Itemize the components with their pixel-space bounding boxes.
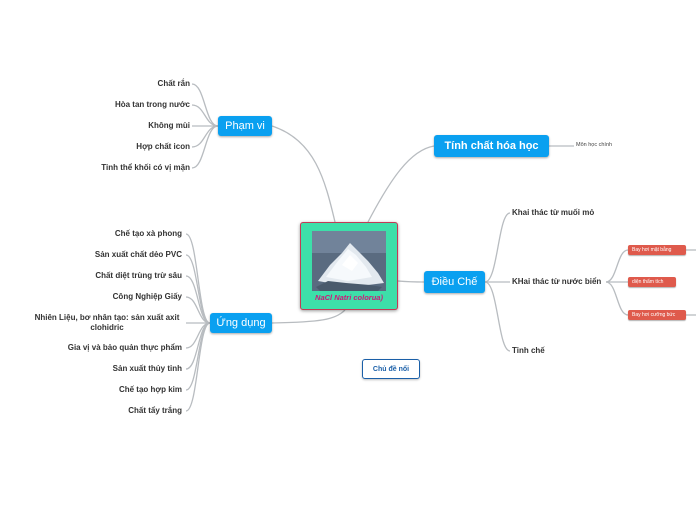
leaf-hop-chat-icon[interactable]: Hợp chất icon <box>136 142 190 151</box>
leaf-pvc[interactable]: Sản xuất chất dẻo PVC <box>94 250 182 259</box>
leaf-nhien-lieu[interactable]: Nhiên Liệu, bơ nhân tạo: sản xuất axit c… <box>34 313 180 332</box>
topic-ung-dung[interactable]: Ứng dụng <box>210 313 272 333</box>
leaf-cong-nghiep-giay[interactable]: Công Nghiệp Giấy <box>112 292 182 301</box>
topic-dieu-che[interactable]: Điều Chế <box>424 271 485 293</box>
leaf-hoa-tan[interactable]: Hòa tan trong nước <box>114 100 190 109</box>
leaf-khong-mui[interactable]: Không mùi <box>148 121 190 130</box>
leaf-chat-ran[interactable]: Chất rắn <box>157 79 190 88</box>
salt-photo <box>312 231 386 291</box>
topic-pham-vi[interactable]: Phạm vi <box>218 116 272 136</box>
leaf-diet-trung[interactable]: Chất diệt trùng trừ sâu <box>95 271 182 280</box>
leaf-tinh-the-khoi[interactable]: Tinh thể khối có vị mặn <box>101 163 190 172</box>
floating-topic[interactable]: Chủ đề nổi <box>362 359 420 379</box>
leaf-muoi-mo[interactable]: Khai thác từ muối mỏ <box>512 208 595 217</box>
leaf-mon-hoc-chinh[interactable]: Môn học chính <box>576 142 613 148</box>
subleaf-bay-hoi-cuong-buc[interactable]: Bay hơi cưỡng bức <box>628 310 686 320</box>
leaf-nuoc-bien[interactable]: KHai thác từ nước biển <box>512 277 602 286</box>
topic-tinh-chat-hoa-hoc[interactable]: Tính chất hóa học <box>434 135 549 157</box>
central-topic-label: NaCl Natri colorua) <box>315 293 383 302</box>
leaf-gia-vi[interactable]: Gia vị và bảo quản thực phẩm <box>67 343 182 352</box>
leaf-thuy-tinh[interactable]: Sản xuất thủy tinh <box>112 364 182 373</box>
leaf-tinh-che[interactable]: Tinh chế <box>512 346 545 355</box>
leaf-hop-kim[interactable]: Chế tạo hợp kim <box>118 385 182 394</box>
leaf-xa-phong[interactable]: Chế tạo xà phong <box>114 229 182 238</box>
subleaf-bay-hoi-mat-bang[interactable]: Bay hơi mặt bằng <box>628 245 686 255</box>
subleaf-dien-tham-tich[interactable]: diện thẩm tích <box>628 277 676 287</box>
central-topic[interactable]: NaCl Natri colorua) <box>300 222 398 310</box>
leaf-tay-trang[interactable]: Chất tẩy trắng <box>128 406 182 415</box>
